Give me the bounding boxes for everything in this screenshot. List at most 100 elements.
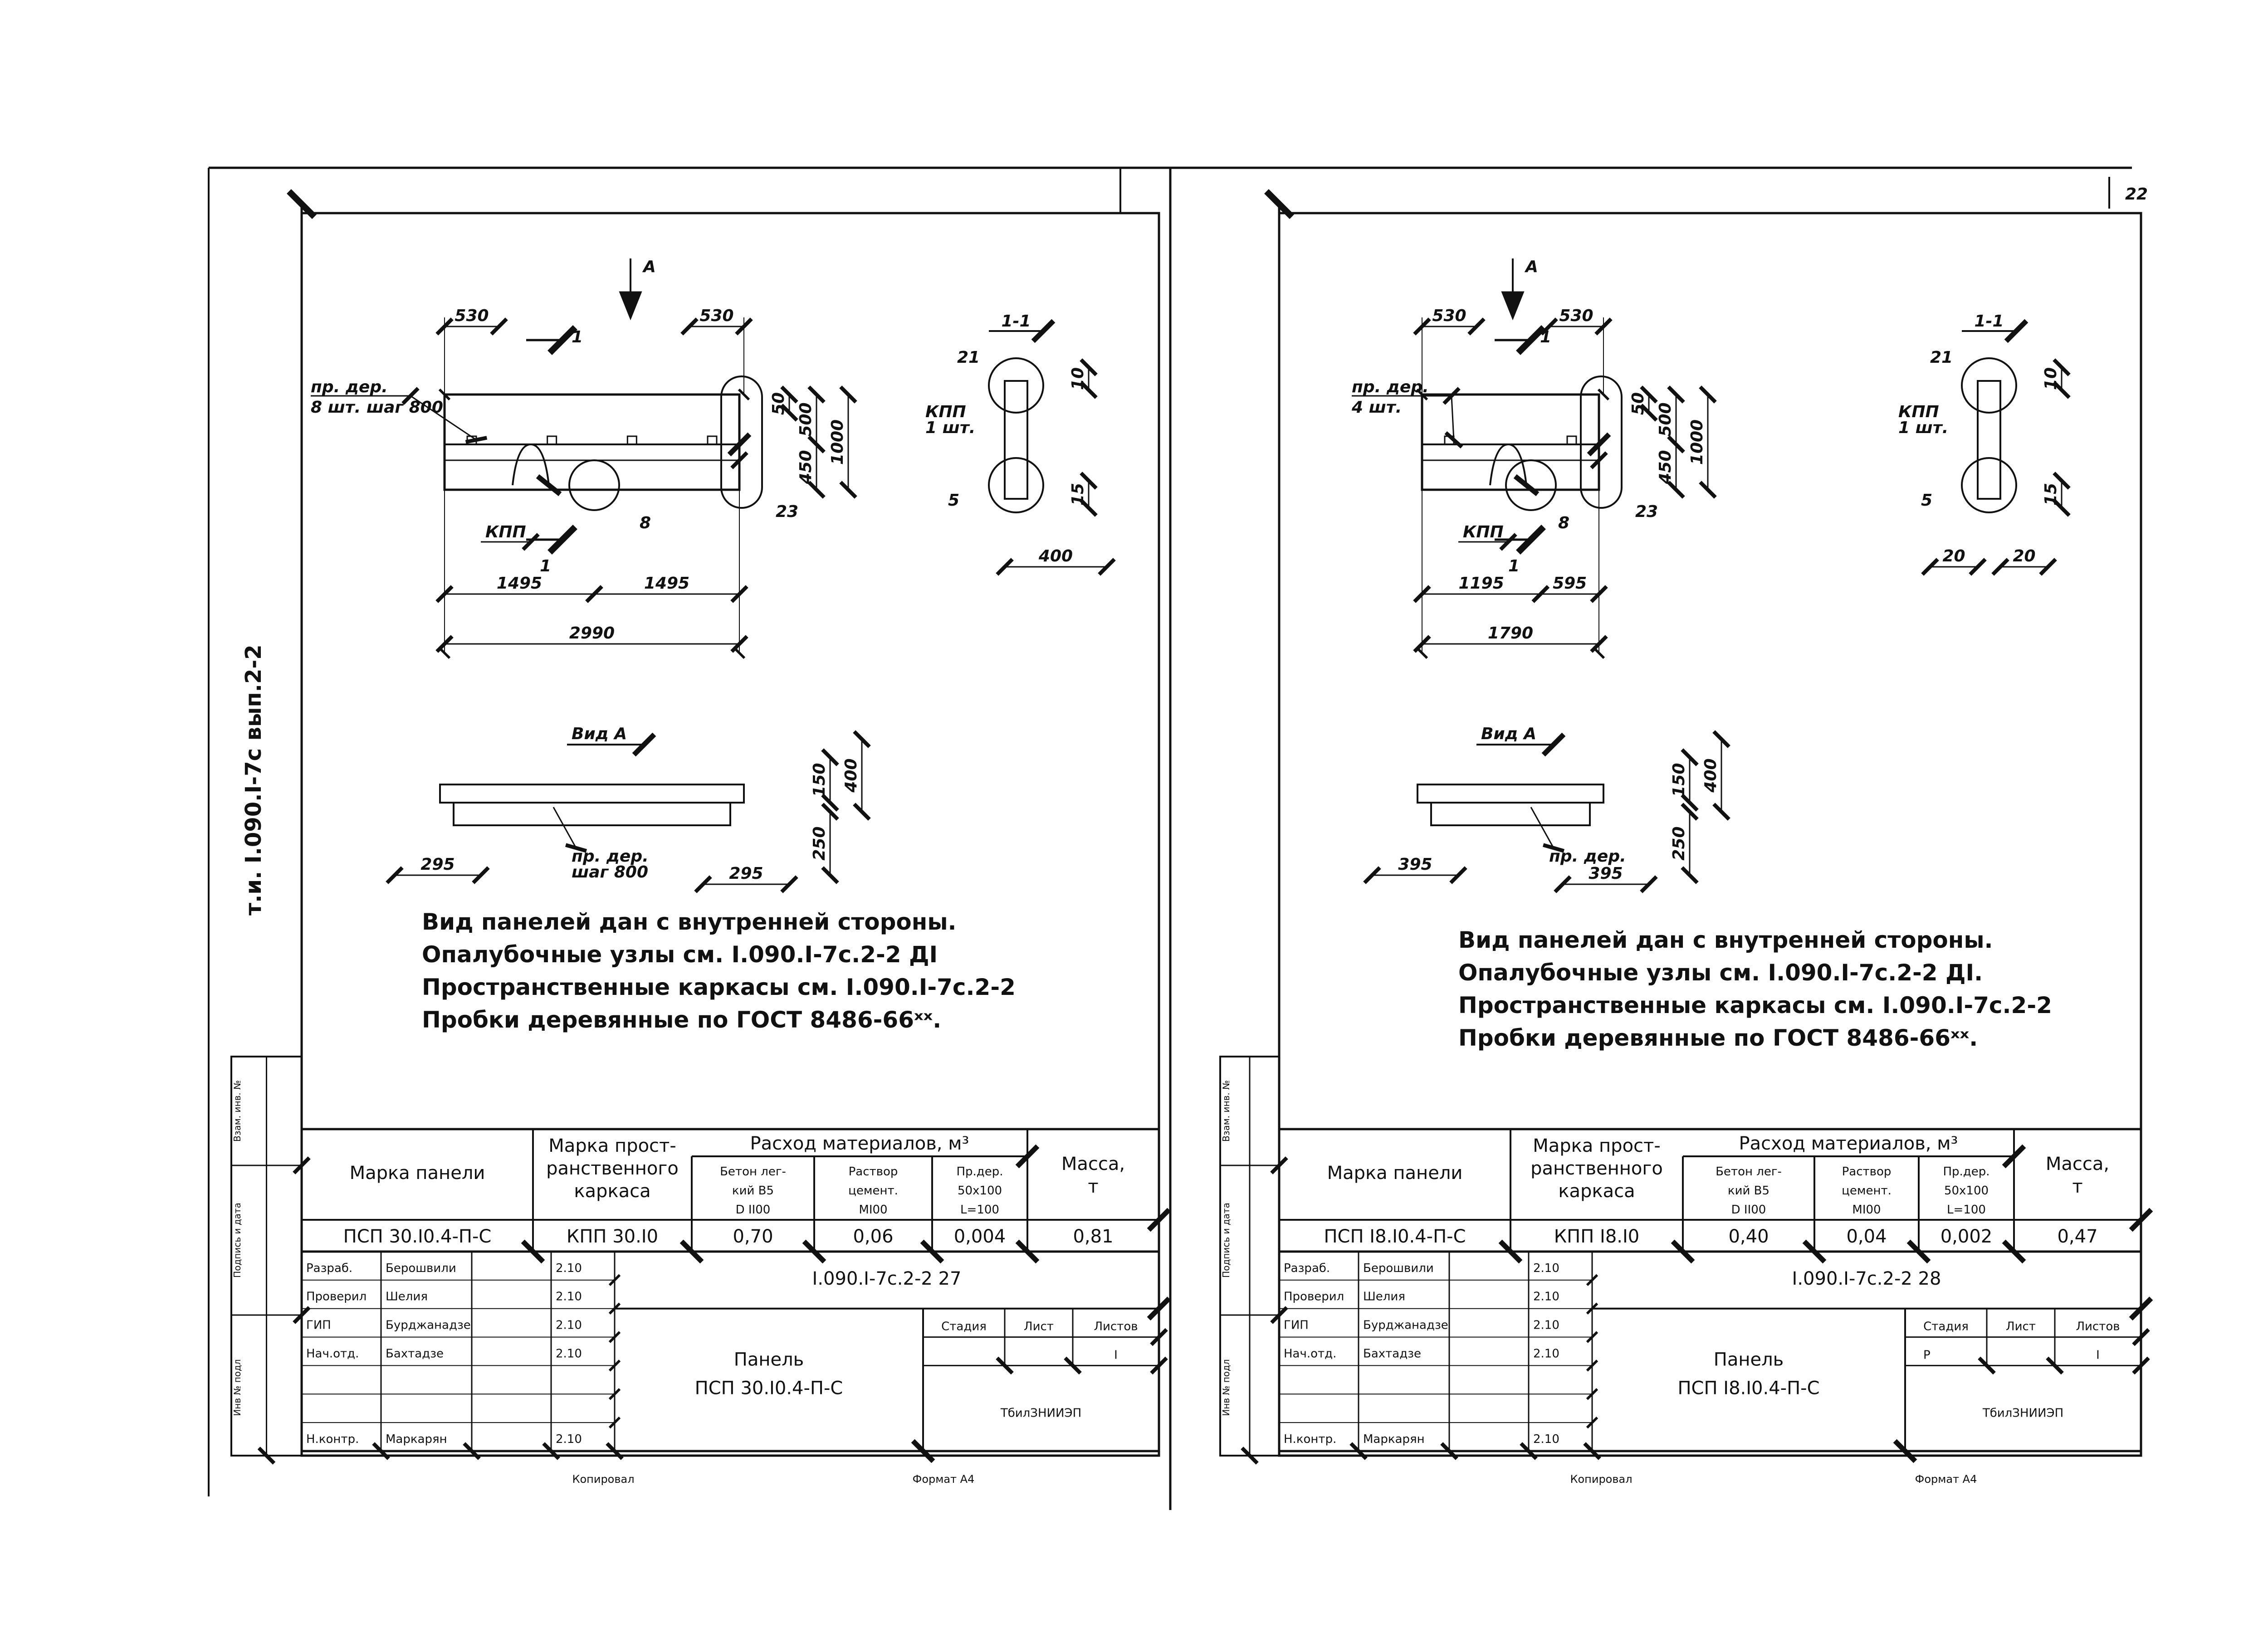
right-dim-450: 450 [797,450,815,484]
doc-code: I.090.I-7с.2-2 28 [1792,1268,1941,1289]
sheets-label: Листов [2076,1320,2120,1334]
name-2: Бурджанадзе [1363,1319,1448,1332]
panel-name-2: ПСП 30.I0.4-П-С [695,1378,843,1398]
bottom-dim-right: 595 [1553,574,1587,593]
table-h-materials: Расход материалов, м³ [1739,1133,1958,1154]
node-5-circle [1961,457,2017,513]
role-0: Разраб. [1284,1262,1330,1275]
note-line-0: Вид панелей дан с внутренней стороны. [422,909,957,935]
name-2: Бурджанадзе [386,1319,471,1332]
right-dim-50: 50 [769,392,788,415]
node-5-circle [988,457,1044,513]
table-h-concrete-3: D II00 [736,1203,771,1217]
date-1: 2.10 [556,1290,582,1304]
stage-label: Стадия [941,1320,987,1334]
stage-label: Стадия [1923,1320,1969,1334]
name-0: Берошвили [1363,1262,1434,1275]
note-line-1: Опалубочные узлы см. I.090.I-7с.2-2 ДI [422,941,938,968]
table-cell-mass: 0,47 [2057,1226,2097,1247]
date-3: 2.10 [556,1347,582,1360]
leader-line [1444,395,1463,449]
view-a-web [1430,802,1591,826]
node-8-circle [1505,459,1557,511]
section-kpp-label: КПП [1898,403,1939,421]
table-h-wood-1: Пр.дер. [1943,1165,1989,1179]
note-line-3: Пробки деревянные по ГОСТ 8486-66ˣˣ. [1458,1025,1978,1051]
top-dim-left: 530 [455,307,489,325]
section-dim-10: 10 [2042,367,2060,390]
note-line-2: Пространственные каркасы см. I.090.I-7с.… [1458,992,2052,1018]
table-h-mortar-1: Раствор [1842,1165,1892,1179]
sheets-label: Листов [1094,1320,1138,1334]
view-arrow-a-label: А [642,258,656,276]
bottom-dim-total: 1790 [1488,624,1533,643]
stage-value: Р [1923,1348,1931,1362]
table-h-materials: Расход материалов, м³ [750,1133,969,1154]
top-dim-right: 530 [1559,307,1593,325]
wood-plug-label: пр. дер. [1352,378,1429,396]
section-kpp-count: 1 шт. [1898,419,1948,437]
sheets-value: I [1114,1348,1118,1362]
right-dim-450: 450 [1656,450,1675,484]
table-h-frame-2: ранственного [1530,1158,1663,1179]
table-h-mass: Масса, [2046,1154,2109,1174]
date-2: 2.10 [556,1319,582,1332]
table-h-wood-2: 50х100 [958,1184,1002,1198]
table-h-frame-1: Марка прост- [548,1135,676,1156]
sheet-label: Лист [1024,1320,1054,1334]
role-6: Н.контр. [306,1432,359,1446]
table-cell-concrete: 0,40 [1728,1226,1769,1247]
side-label-2: Взам. инв. № [232,1080,243,1142]
name-6: Маркарян [1363,1432,1425,1446]
view-a-leader [552,807,587,853]
wood-plug-mark [1566,435,1577,445]
right-dim-50: 50 [1629,392,1647,415]
section-dim-20-left: 20 [1942,547,1965,565]
view-a-dim-left: 395 [1398,855,1432,874]
section-dim-15: 15 [2042,483,2060,506]
footer-copied-right: Копировал [1570,1473,1632,1486]
table-h-frame-3: каркаса [1558,1181,1635,1202]
section-1-1-title: 1-1 [1974,312,2004,331]
leader-line [410,395,488,444]
side-label-0: Инв № подл [232,1359,243,1416]
view-a-dim-150: 150 [810,763,829,797]
side-stamp-text: т.и. I.090.I-7с вып.2-2 [241,644,266,915]
node-23-label: 23 [776,502,798,521]
table-h-mass: Масса, [1061,1154,1125,1174]
section-profile [1977,380,2001,500]
table-cell-mortar: 0,04 [1846,1226,1887,1247]
sheet-frame [300,212,1160,1457]
section-profile [1004,380,1028,500]
role-2: ГИП [1284,1319,1309,1332]
sheet-frame [1278,212,2142,1457]
node-8-circle [568,459,620,511]
right-dim-1000: 1000 [828,419,847,465]
table-cell-mass: 0,81 [1073,1226,1113,1247]
table-h-mortar-1: Раствор [849,1165,898,1179]
side-label-1: Подпись и дата [1221,1203,1232,1278]
table-cell-mortar: 0,06 [853,1226,893,1247]
table-h-concrete-3: D II00 [1731,1203,1766,1217]
role-0: Разраб. [306,1262,352,1275]
name-0: Берошвили [386,1262,456,1275]
sheets-value: I [2096,1348,2100,1362]
date-2: 2.10 [1533,1319,1559,1332]
table-h-mortar-3: МI00 [859,1203,887,1217]
panel-name-2: ПСП I8.I0.4-П-С [1677,1378,1819,1398]
view-a-title: Вид А [1481,725,1536,743]
name-3: Бахтадзе [1363,1347,1421,1360]
node-8-label: 8 [640,514,651,532]
table-h-mortar-2: цемент. [1842,1184,1892,1198]
bottom-dim-left: 1495 [497,574,542,593]
role-3: Нач.отд. [306,1347,359,1360]
table-cell-frame: КПП I8.I0 [1554,1226,1639,1247]
wood-plug-mark [707,435,718,445]
view-a-dim-250: 250 [810,826,829,860]
node-23-label: 23 [1635,502,1658,521]
section-1-1-title: 1-1 [1001,312,1031,331]
role-2: ГИП [306,1319,331,1332]
kpp-label: КПП [1463,523,1504,541]
note-line-0: Вид панелей дан с внутренней стороны. [1458,927,1993,953]
